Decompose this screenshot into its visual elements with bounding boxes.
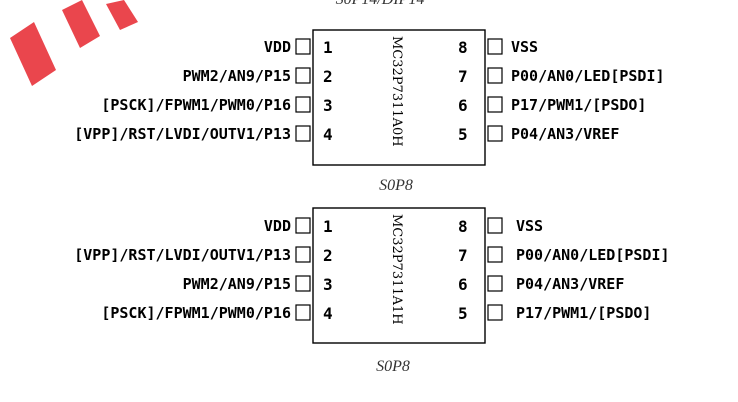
package-2-pin-8-label: VSS — [516, 217, 543, 235]
package-1-chip-name-group: MC32P7311A0H — [389, 36, 404, 147]
package-1-pin-6-label: P17/PWM1/[PSDO] — [511, 96, 646, 114]
package-1-pin-8-box — [487, 38, 503, 55]
watermark-logo — [10, 0, 138, 86]
package-1-pin-2-label: PWM2/AN9/P15 — [183, 67, 291, 85]
package-2-caption: S0P8 — [376, 358, 410, 375]
package-2-pin-8-num: 8 — [458, 217, 468, 236]
package-2-pin-2-label: [VPP]/RST/LVDI/OUTV1/P13 — [74, 246, 291, 264]
package-1-body — [312, 29, 486, 166]
package-2-pin-7-num: 7 — [458, 246, 468, 265]
package-2-pin-4-label: [PSCK]/FPWM1/PWM0/P16 — [101, 304, 291, 322]
package-1: MC32P7311A0H VDD 1 PWM2/AN9/P15 2 [PSCK]… — [74, 29, 665, 194]
package-2-pin-6-num: 6 — [458, 275, 468, 294]
package-1-pin-1-box — [295, 38, 311, 55]
package-2: MC32P7311A1H VDD 1 [VPP]/RST/LVDI/OUTV1/… — [74, 207, 670, 375]
package-1-pin-3-num: 3 — [323, 96, 333, 115]
package-1-pin-4-box — [295, 125, 311, 142]
package-1-pin-6-box — [487, 96, 503, 113]
watermark-stroke-3 — [106, 0, 138, 30]
package-1-left-pins: VDD 1 PWM2/AN9/P15 2 [PSCK]/FPWM1/PWM0/P… — [74, 38, 332, 144]
package-2-chip-name-group: MC32P7311A1H — [389, 214, 404, 325]
watermark-stroke-2 — [62, 0, 100, 48]
package-2-pin-5-box — [487, 304, 503, 321]
package-1-pin-2-box — [295, 67, 311, 84]
package-2-pin-3-box — [295, 275, 311, 292]
package-1-pin-7-num: 7 — [458, 67, 468, 86]
package-2-pin-4-box — [295, 304, 311, 321]
package-1-pin-5-label: P04/AN3/VREF — [511, 125, 619, 143]
package-1-pin-6-num: 6 — [458, 96, 468, 115]
package-2-pin-1-num: 1 — [323, 217, 333, 236]
package-2-left-pins: VDD 1 [VPP]/RST/LVDI/OUTV1/P13 2 PWM2/AN… — [74, 217, 332, 323]
package-2-pin-5-num: 5 — [458, 304, 468, 323]
package-2-body — [312, 207, 486, 344]
package-2-pin-1-label: VDD — [264, 217, 291, 235]
package-1-pin-7-label: P00/AN0/LED[PSDI] — [511, 67, 665, 85]
package-2-pin-1-box — [295, 217, 311, 234]
top-caption: S0P14/DIP14 — [336, 0, 425, 8]
package-1-pin-3-label: [PSCK]/FPWM1/PWM0/P16 — [101, 96, 291, 114]
package-2-pin-8-box — [487, 217, 503, 234]
watermark-stroke-1 — [10, 22, 56, 86]
package-1-pin-4-num: 4 — [323, 125, 333, 144]
package-1-pin-2-num: 2 — [323, 67, 333, 86]
package-2-pin-5-label: P17/PWM1/[PSDO] — [516, 304, 651, 322]
package-2-pin-4-num: 4 — [323, 304, 333, 323]
package-2-chip-name: MC32P7311A1H — [389, 214, 404, 325]
package-1-right-pins: VSS 8 P00/AN0/LED[PSDI] 7 P17/PWM1/[PSDO… — [458, 38, 665, 144]
package-2-right-pins: VSS 8 P00/AN0/LED[PSDI] 7 P04/AN3/VREF 6… — [458, 217, 670, 323]
package-1-pin-7-box — [487, 67, 503, 84]
package-1-caption: S0P8 — [379, 177, 413, 194]
package-1-chip-name: MC32P7311A0H — [389, 36, 404, 147]
package-1-pin-3-box — [295, 96, 311, 113]
package-2-pin-3-num: 3 — [323, 275, 333, 294]
package-2-pin-2-box — [295, 246, 311, 263]
package-2-pin-7-box — [487, 246, 503, 263]
package-2-pin-6-box — [487, 275, 503, 292]
package-1-pin-1-num: 1 — [323, 38, 333, 57]
package-1-pin-1-label: VDD — [264, 38, 291, 56]
package-2-pin-7-label: P00/AN0/LED[PSDI] — [516, 246, 670, 264]
package-2-pin-2-num: 2 — [323, 246, 333, 265]
package-1-pin-5-num: 5 — [458, 125, 468, 144]
package-2-pin-6-label: P04/AN3/VREF — [516, 275, 624, 293]
package-1-pin-8-label: VSS — [511, 38, 538, 56]
package-1-pin-8-num: 8 — [458, 38, 468, 57]
package-1-pin-4-label: [VPP]/RST/LVDI/OUTV1/P13 — [74, 125, 291, 143]
package-2-pin-3-label: PWM2/AN9/P15 — [183, 275, 291, 293]
package-1-pin-5-box — [487, 125, 503, 142]
